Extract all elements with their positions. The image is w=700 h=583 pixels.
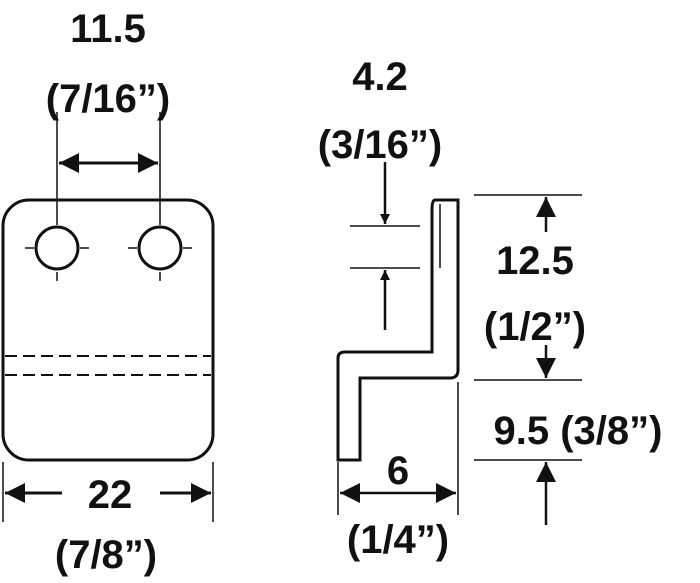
hole-spacing-inch-label: (7/16”) <box>46 77 171 121</box>
width-mm-label: 22 <box>88 473 133 517</box>
mounting-hole-right <box>137 225 183 271</box>
bracket-profile <box>336 198 460 462</box>
upper-height-mm-label: 12.5 <box>496 239 574 283</box>
hole-centerlines <box>25 247 192 281</box>
side-view <box>336 162 582 525</box>
width-inch-label: (7/8”) <box>55 533 157 577</box>
front-view <box>1 112 215 522</box>
thickness-inch-label: (3/16”) <box>318 123 443 167</box>
upper-height-inch-label: (1/2”) <box>484 305 586 349</box>
plate-outline <box>1 198 215 462</box>
mounting-hole-left <box>34 225 80 271</box>
thickness-mm-label: 4.2 <box>352 55 408 99</box>
offset-depth-inch-label: (1/4”) <box>347 518 449 562</box>
offset-depth-mm-label: 6 <box>387 449 409 493</box>
offset-height-label: 9.5 (3/8”) <box>494 409 663 453</box>
hole-spacing-mm-label: 11.5 <box>70 7 146 51</box>
